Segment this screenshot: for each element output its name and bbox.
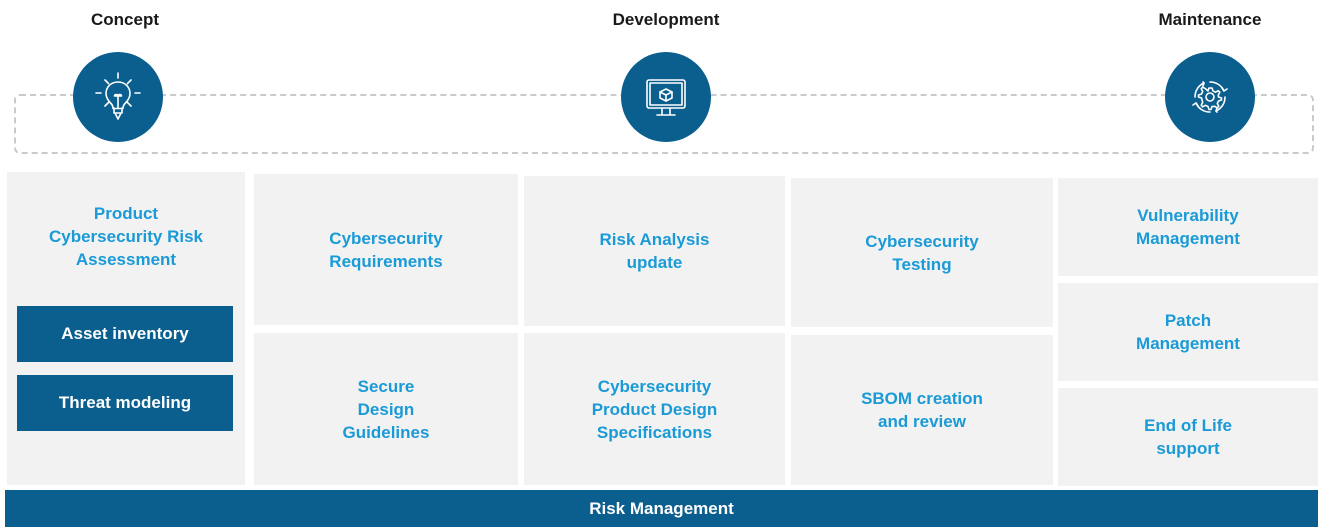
card-title-line: Assessment bbox=[75, 250, 177, 269]
card-end-of-life-support: End of Life support bbox=[1058, 388, 1318, 486]
card-title-line: SBOM creation bbox=[861, 389, 983, 408]
card-title-line: End of Life bbox=[1144, 416, 1232, 435]
card-title-line: Cybersecurity bbox=[597, 376, 712, 396]
card-sbom-creation: SBOM creation and review bbox=[791, 335, 1053, 485]
card-title-line: Testing bbox=[892, 254, 952, 274]
card-title-line: Design bbox=[357, 399, 415, 419]
card-cybersecurity-requirements: Cybersecurity Requirements bbox=[254, 174, 518, 325]
card-title-line: Cybersecurity Risk bbox=[48, 227, 204, 246]
phase-label-maintenance: Maintenance bbox=[1158, 10, 1262, 29]
card-title-line: Vulnerability bbox=[1137, 206, 1239, 225]
card-title-line: Cybersecurity bbox=[865, 231, 979, 251]
card-title-line: Cybersecurity bbox=[329, 228, 443, 248]
card-patch-management: Patch Management bbox=[1058, 283, 1318, 381]
lightbulb-icon bbox=[73, 52, 163, 142]
card-title-line: and review bbox=[878, 412, 966, 431]
card-title-line: support bbox=[1156, 439, 1220, 458]
card-title-line: update bbox=[626, 253, 683, 272]
card-title-line: Management bbox=[1136, 334, 1240, 353]
card-risk-analysis-update: Risk Analysis update bbox=[524, 176, 785, 326]
card-title-line: Requirements bbox=[329, 251, 443, 271]
threat-modeling-button[interactable]: Threat modeling bbox=[17, 375, 233, 431]
card-title-line: Product Design bbox=[591, 399, 718, 419]
gear-cycle-icon bbox=[1165, 52, 1255, 142]
monitor-icon bbox=[621, 52, 711, 142]
card-title-line: Product bbox=[93, 204, 159, 223]
card-title-line: Guidelines bbox=[342, 422, 430, 442]
card-title-line: Secure bbox=[357, 376, 415, 396]
card-secure-design-guidelines: Secure Design Guidelines bbox=[254, 333, 518, 485]
card-title-line: Specifications bbox=[596, 422, 713, 442]
asset-inventory-button[interactable]: Asset inventory bbox=[17, 306, 233, 362]
card-title-line: Patch bbox=[1164, 311, 1212, 330]
risk-management-banner: Risk Management bbox=[5, 490, 1318, 527]
card-title-line: Management bbox=[1136, 229, 1240, 248]
card-product-design-specifications: Cybersecurity Product Design Specificati… bbox=[524, 333, 785, 485]
card-cybersecurity-testing: Cybersecurity Testing bbox=[791, 178, 1053, 327]
card-vulnerability-management: Vulnerability Management bbox=[1058, 178, 1318, 276]
phase-label-development: Development bbox=[612, 10, 720, 29]
phase-label-concept: Concept bbox=[91, 10, 159, 29]
card-title-line: Risk Analysis bbox=[599, 230, 710, 249]
